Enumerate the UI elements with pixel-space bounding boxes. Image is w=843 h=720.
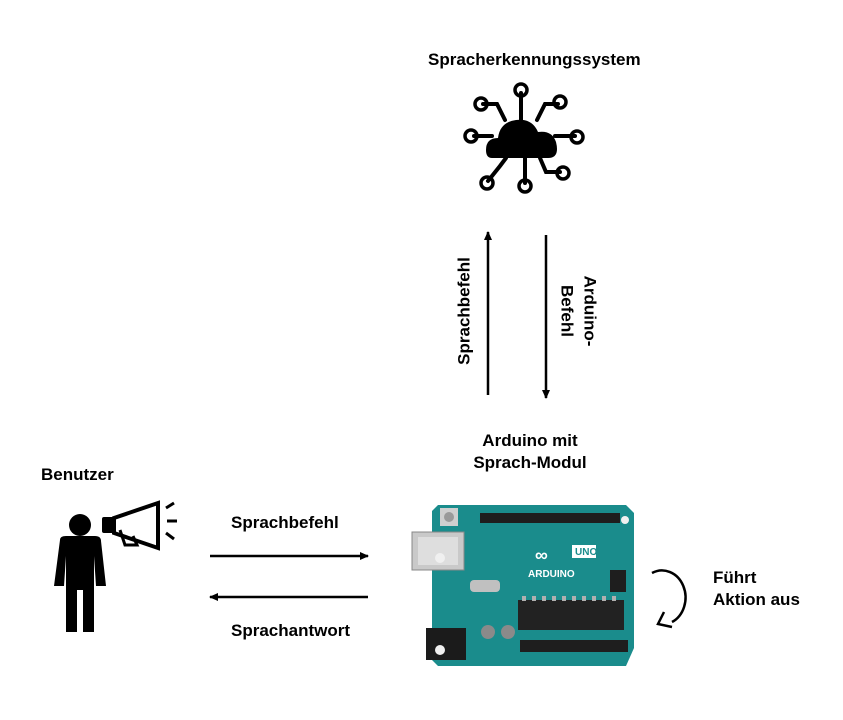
label-user-to-arduino: Sprachbefehl bbox=[231, 513, 339, 532]
board-model-badge: UNO bbox=[575, 547, 597, 558]
speech-system-label: Spracherkennungssystem bbox=[428, 50, 641, 69]
arduino-board-icon: ∞ ARDUINO UNO bbox=[411, 505, 634, 666]
arduino-label-line1: Arduino mit bbox=[482, 431, 578, 450]
person-megaphone-icon bbox=[54, 500, 177, 632]
self-action-label: Führt Aktion aus bbox=[713, 567, 800, 611]
self-action-label-line1: Führt bbox=[713, 568, 757, 587]
arduino-logo-symbol: ∞ bbox=[535, 545, 548, 565]
self-action-label-line2: Aktion aus bbox=[713, 590, 800, 609]
board-brand-text: ARDUINO bbox=[528, 569, 575, 580]
label-arduino-to-system: Sprachbefehl bbox=[454, 257, 473, 365]
arduino-label: Arduino mit Sprach-Modul bbox=[460, 430, 600, 474]
label-system-to-arduino-line1: Arduino- bbox=[581, 276, 600, 347]
self-action-loop-icon bbox=[651, 569, 687, 629]
label-system-to-arduino-line2: Befehl bbox=[558, 285, 577, 337]
cloud-network-icon bbox=[463, 82, 585, 194]
user-label: Benutzer bbox=[41, 465, 114, 484]
arduino-label-line2: Sprach-Modul bbox=[473, 453, 587, 472]
label-arduino-to-user: Sprachantwort bbox=[231, 621, 351, 640]
